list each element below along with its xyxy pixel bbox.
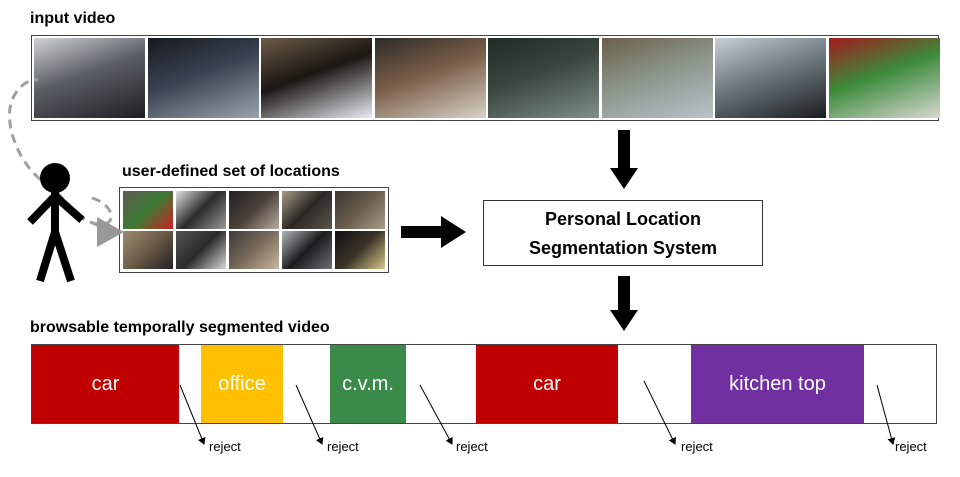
car-interior-frame bbox=[34, 38, 145, 118]
input-video-strip bbox=[31, 35, 940, 121]
segment-label: car bbox=[91, 372, 120, 395]
arrow-right-icon bbox=[401, 216, 466, 248]
desk-thumb bbox=[282, 191, 332, 229]
outdoor-path-frame bbox=[601, 38, 713, 118]
system-title-line2: Segmentation System bbox=[528, 238, 718, 258]
input-video-label: input video bbox=[30, 10, 116, 27]
segment-label: c.v.m. bbox=[342, 372, 394, 395]
person-icon bbox=[27, 163, 85, 283]
segment-car-1: car bbox=[32, 345, 179, 423]
segment-label: kitchen top bbox=[729, 372, 826, 395]
segment-label: office bbox=[218, 372, 266, 395]
segment-cvm: c.v.m. bbox=[330, 345, 406, 423]
locations-thumbnail-grid bbox=[119, 187, 389, 273]
car-thumb bbox=[282, 231, 332, 269]
reject-label-1: reject bbox=[209, 439, 241, 454]
reject-arrow-4 bbox=[643, 380, 676, 445]
segment-car-2: car bbox=[476, 345, 618, 423]
monitor-thumb bbox=[335, 231, 385, 269]
segment-office: office bbox=[201, 345, 283, 423]
segmented-video-label: browsable temporally segmented video bbox=[30, 319, 330, 336]
reject-label-4: reject bbox=[681, 439, 713, 454]
kitchen-thumb bbox=[123, 191, 173, 229]
printer-thumb bbox=[176, 191, 226, 229]
shiny-floor-frame bbox=[488, 38, 599, 118]
segment-kitchen-top: kitchen top bbox=[691, 345, 864, 423]
segmentation-system-box: Personal Location Segmentation System bbox=[483, 200, 763, 266]
segment-label: car bbox=[533, 372, 561, 395]
reject-arrow-3 bbox=[419, 384, 453, 445]
coffee-machine-frame bbox=[374, 38, 486, 118]
keyboard-desk-thumb bbox=[123, 231, 173, 269]
reject-label-5: reject bbox=[895, 439, 927, 454]
kitchen-counter-frame bbox=[828, 38, 940, 118]
segmented-timeline: car office c.v.m. car kitchen top bbox=[31, 344, 937, 424]
laptop-screen-frame bbox=[261, 38, 372, 118]
arrow-down-icon bbox=[610, 276, 638, 331]
arrow-down-icon bbox=[610, 130, 638, 189]
sidewalk-shadow-frame bbox=[147, 38, 259, 118]
piano-thumb bbox=[176, 231, 226, 269]
car-steering-frame bbox=[715, 38, 826, 118]
reject-label-3: reject bbox=[456, 439, 488, 454]
locations-label: user-defined set of locations bbox=[122, 163, 340, 180]
reject-arrow-2 bbox=[295, 384, 324, 445]
shelf-thumb bbox=[229, 231, 279, 269]
vending-thumb bbox=[229, 191, 279, 229]
reject-arrow-1 bbox=[179, 384, 206, 445]
reject-arrow-5 bbox=[876, 384, 896, 445]
reject-label-2: reject bbox=[327, 439, 359, 454]
system-title-line1: Personal Location bbox=[544, 209, 702, 229]
sink-thumb bbox=[335, 191, 385, 229]
dashed-path-to-thumbs bbox=[89, 216, 124, 247]
